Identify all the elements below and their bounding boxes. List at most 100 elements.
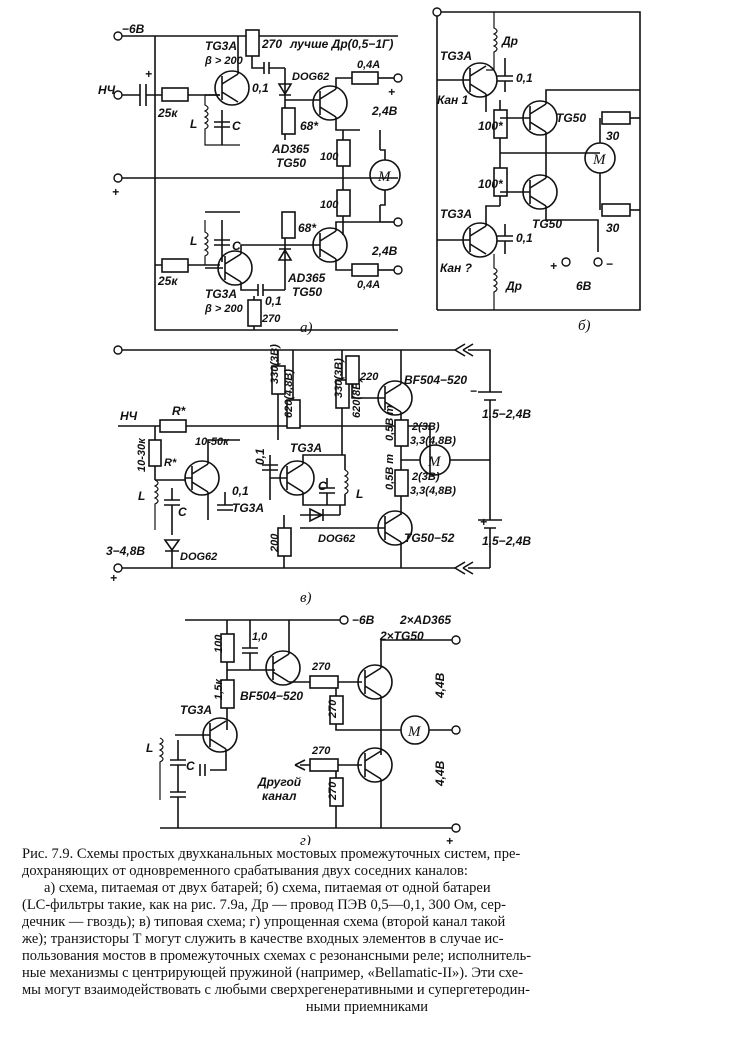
d-r100: 100 — [213, 634, 225, 653]
a-v-bot: 2,4В — [371, 244, 398, 258]
caption-line: мы могут взаимодействовать с любыми свер… — [22, 982, 530, 998]
a-tr-out2: TG50 — [276, 156, 306, 170]
b-motor: M — [592, 152, 607, 168]
c-r330b: 330(3В) — [333, 358, 345, 398]
c-supply: 3−4,8В — [106, 544, 145, 558]
b-c2: 0,1 — [516, 231, 533, 245]
d-c10: 1,0 — [252, 631, 268, 643]
a-supply-label: −6В — [122, 22, 145, 36]
d-r15k: 1,5к — [213, 678, 225, 700]
c-rstar: R* — [172, 404, 187, 418]
a-cap-top: 0,1 — [252, 81, 269, 95]
b-panel-label: б) — [578, 318, 591, 334]
a-cap-plus: + — [145, 67, 152, 81]
caption-line: (LC-фильтры такие, как на рис. 7.9а, Др … — [22, 897, 506, 913]
b-dr1: Др — [501, 34, 518, 48]
a-l1: L — [190, 117, 197, 131]
c-tr-bot: TG50−52 — [404, 531, 455, 545]
a-diode: DOG62 — [292, 71, 329, 83]
b-minus: − — [606, 257, 613, 271]
a-c2: C — [232, 239, 241, 253]
a-cap-bot: 0,1 — [265, 294, 282, 308]
figure-caption: Рис. 7.9. Схемы простых двухканальных мо… — [22, 846, 712, 1016]
d-tr-mid: BF504−520 — [240, 689, 303, 703]
a-fuse-top: 0,4А — [357, 59, 380, 71]
d-panel-label: г) — [300, 833, 311, 845]
c-i1: 0,5В т — [384, 405, 396, 441]
c-motor: M — [427, 454, 442, 470]
d-r270d: 270 — [327, 781, 339, 801]
b-t2: TG3A — [440, 207, 472, 221]
panel-a: −6В + НЧ + 25к L C TG3A β > 200 270 лучш… — [98, 22, 403, 336]
d-tr-note1: 2×AD365 — [399, 613, 451, 627]
a-r-bot-base: 25к — [157, 274, 178, 288]
c-r330a: 330(3В) — [269, 344, 281, 384]
a-panel-label: а) — [300, 320, 313, 336]
a-r270-top: 270 — [261, 37, 282, 51]
a-fuse-bot: 0,4А — [357, 279, 380, 291]
a-t-top: TG3A — [205, 39, 237, 53]
b-r2: 100* — [478, 177, 504, 191]
c-rstar2: R* — [164, 457, 177, 469]
d-other2: канал — [262, 789, 297, 803]
c-t1: TG3A — [232, 501, 264, 515]
caption-line: Рис. 7.9. Схемы простых двухканальных мо… — [22, 846, 521, 862]
c-diode: DOG62 — [180, 551, 217, 563]
c-plus: + — [110, 571, 117, 585]
c-r220: 220 — [359, 371, 379, 383]
d-supply: −6В — [352, 613, 375, 627]
b-r1: 100* — [478, 119, 504, 133]
c-c02: 0,1 — [253, 448, 267, 465]
c-panel-label: в) — [300, 590, 312, 606]
d-r270b: 270 — [327, 699, 339, 719]
c-r620a: 620(4,8В) — [283, 369, 295, 418]
c-r2b: 2(3В) — [411, 471, 440, 483]
b-ch2: Кан ? — [440, 261, 473, 275]
c-batt-minus: − — [470, 384, 477, 398]
d-r270a: 270 — [311, 661, 331, 673]
caption-line: же); транзисторы T могут служить в качес… — [22, 931, 504, 947]
d-plus: + — [446, 834, 453, 845]
a-l2: L — [190, 234, 197, 248]
a-r270-bot: 270 — [261, 313, 281, 325]
c-r1030: 10-30к — [136, 437, 148, 472]
c-r200: 200 — [269, 533, 281, 553]
b-ch1: Кан 1 — [437, 93, 469, 107]
c-c01: 0,1 — [232, 484, 249, 498]
d-c: C — [186, 759, 195, 773]
b-tg50a: TG50 — [556, 111, 586, 125]
c-batt2: 1,5−2,4В — [482, 534, 531, 548]
a-tr-out-b: AD365 — [287, 271, 326, 285]
c-r1050: 10-50к — [195, 436, 230, 448]
b-r30a: 30 — [606, 129, 620, 143]
c-r2a: 2(3В) — [411, 421, 440, 433]
caption-line: ными приемниками — [305, 999, 429, 1015]
b-t1: TG3A — [440, 49, 472, 63]
a-r68-bot: 68* — [298, 221, 317, 235]
d-motor: M — [407, 724, 422, 740]
panel-b: TG3A Др 0,1 Кан 1 100* 100* TG50 TG50 M … — [432, 7, 641, 334]
a-r100b: 100 — [320, 199, 339, 211]
a-beta-top: β > 200 — [204, 55, 244, 67]
b-dr2: Др — [505, 279, 522, 293]
caption-line: пользования мостов в промежуточных схема… — [22, 948, 532, 964]
d-r270c: 270 — [311, 745, 331, 757]
a-r-top-base: 25к — [157, 106, 178, 120]
d-v2: 4,4В — [433, 760, 447, 787]
b-plus: + — [550, 259, 557, 273]
caption-line: ные механизмы с центрирующей пружиной (н… — [22, 965, 524, 981]
a-input-label: НЧ — [98, 83, 116, 97]
a-r100a: 100 — [320, 151, 339, 163]
c-t2: TG3A — [290, 441, 322, 455]
a-tr-out2-b: TG50 — [292, 285, 322, 299]
a-plus-top: + — [388, 85, 395, 99]
caption-line: а) схема, питаемая от двух батарей; б) с… — [44, 880, 491, 896]
d-tr-note2: 2×TG50 — [379, 629, 424, 643]
b-r30b: 30 — [606, 221, 620, 235]
a-tr-out: AD365 — [271, 142, 310, 156]
a-t-bot: TG3A — [205, 287, 237, 301]
c-l2: L — [356, 487, 363, 501]
c-tr-top: BF504−520 — [404, 373, 467, 387]
c-batt1: 1,5−2,4В — [482, 407, 531, 421]
a-c1: C — [232, 119, 241, 133]
